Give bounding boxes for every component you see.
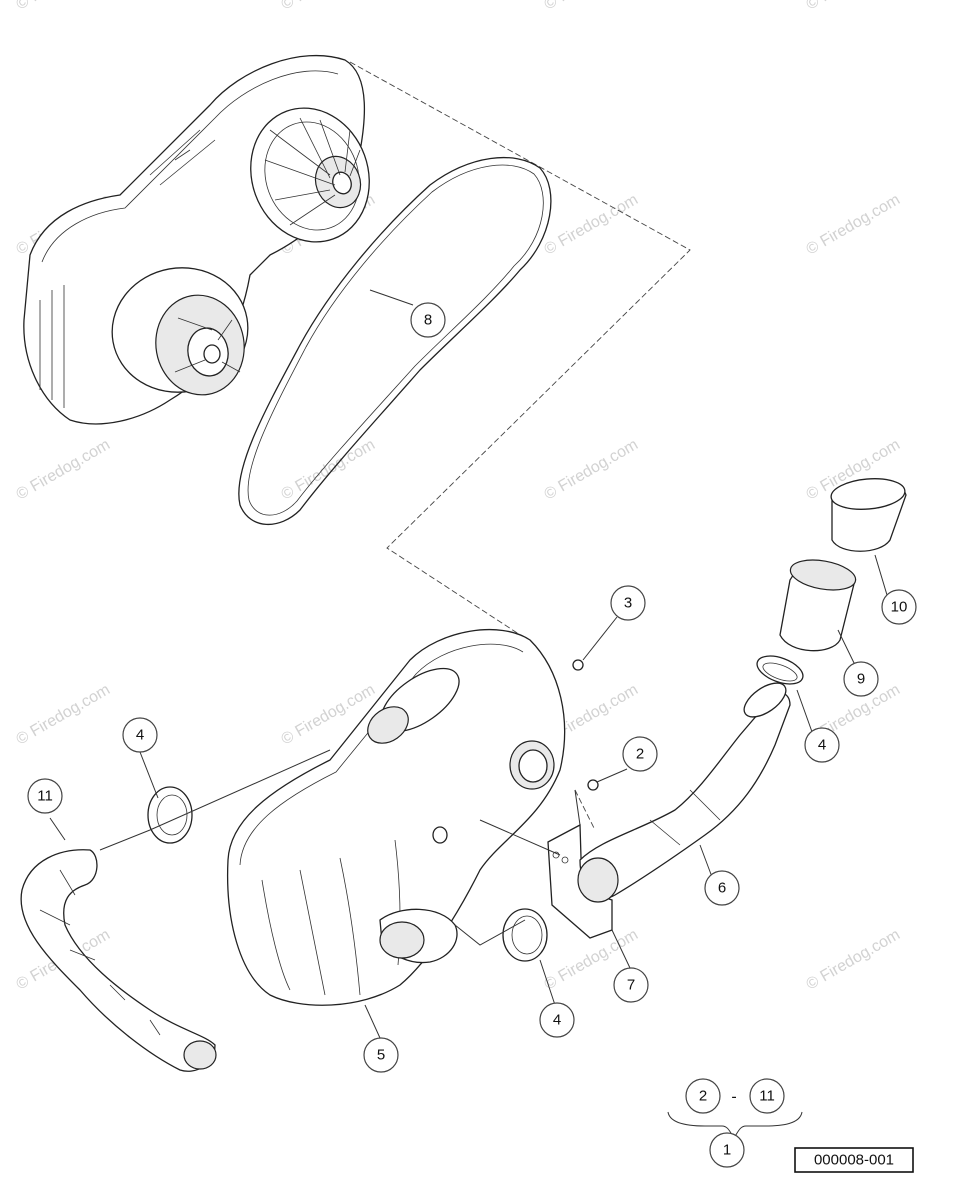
watermark-text: © Firedog.com [14,681,114,748]
callout-part-3[interactable]: 3 [610,585,646,621]
callout-part-4-left[interactable]: 4 [122,717,158,753]
callout-label: 4 [818,737,826,754]
callout-part-2[interactable]: 2 [622,736,658,772]
callout-part-11[interactable]: 11 [27,778,63,814]
reference-code: 000008-001 [814,1152,894,1169]
callout-part-9[interactable]: 9 [843,661,879,697]
watermark-text: © Firedog.com [14,0,114,13]
callout-part-8[interactable]: 8 [410,302,446,338]
assembly-group: 2 - 11 1 [667,1078,803,1168]
hose-clamp-illustrations [147,655,804,962]
watermark-text: © Firedog.com [542,191,642,258]
callout-label: 8 [424,312,432,329]
callout-label: 4 [136,727,144,744]
callout-label: 9 [857,671,865,688]
fastener-illustrations [572,659,599,791]
intake-duct-illustration [577,682,791,903]
callout-label: 2 [636,746,644,763]
callout-label: 4 [553,1012,561,1029]
cvt-cover-illustration [226,628,566,1006]
callout-part-10[interactable]: 10 [881,589,917,625]
callout-label: 7 [627,977,635,994]
watermark-text: © Firedog.com [542,0,642,13]
group-to-label: 11 [759,1088,775,1105]
callout-label: 6 [718,880,726,897]
outlet-hose-illustration [20,849,217,1072]
callout-label: 5 [377,1047,385,1064]
callout-label: 10 [891,599,908,616]
callout-group-to[interactable]: 11 [749,1078,785,1114]
watermark-text: © Firedog.com [279,0,379,13]
watermark-text: © Firedog.com [804,0,904,13]
callout-assembly-part-1[interactable]: 1 [709,1132,745,1168]
watermark-text: © Firedog.com [804,926,904,993]
watermark-text: © Firedog.com [279,436,379,503]
assembly-guide-lines [349,61,691,831]
drive-clutch-assembly-illustration [23,54,370,425]
filter-illustrations [779,478,907,652]
watermark-text: © Firedog.com [14,436,114,503]
watermark-text: © Firedog.com [542,436,642,503]
group-separator-label: - [731,1089,736,1106]
callout-part-4-bottom[interactable]: 4 [539,1002,575,1038]
group-from-label: 2 [699,1088,707,1105]
group-separator: - [731,1089,736,1106]
drive-belt-illustration [238,156,552,526]
callout-part-5[interactable]: 5 [363,1037,399,1073]
callout-label: 3 [624,595,632,612]
callout-part-7[interactable]: 7 [613,967,649,1003]
callout-group-from[interactable]: 2 [685,1078,721,1114]
callout-part-6[interactable]: 6 [704,870,740,906]
callout-label: 11 [37,788,53,805]
watermark-text: © Firedog.com [804,191,904,258]
assembly-label: 1 [723,1142,731,1159]
reference-code-box: 000008-001 [794,1147,914,1173]
group-brace [667,1111,803,1139]
callout-part-4-top[interactable]: 4 [804,727,840,763]
leader-lines [49,289,888,1039]
